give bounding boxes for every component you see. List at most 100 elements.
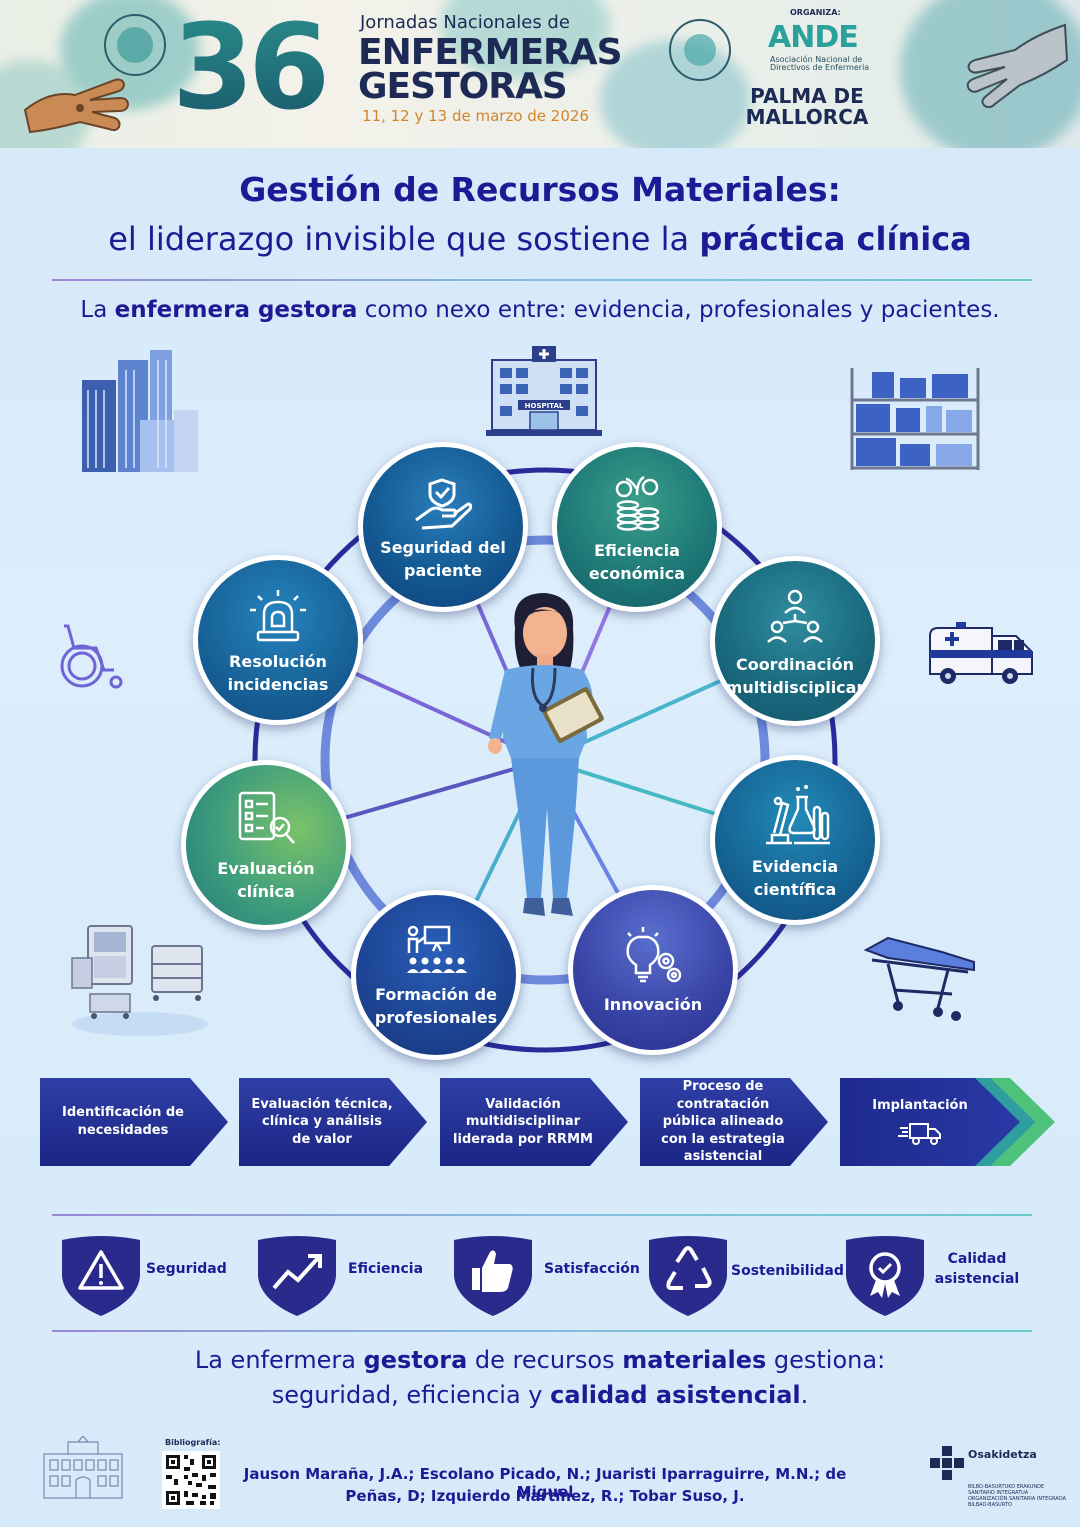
process-arrows	[40, 1078, 1055, 1166]
closing-emphasis: materiales	[622, 1346, 767, 1374]
stretcher-icon	[863, 936, 975, 1021]
shield-badge	[846, 1236, 924, 1316]
node-label: Seguridad del paciente	[380, 537, 506, 580]
node-label: Resolución incidencias	[227, 651, 329, 694]
nexus-pre: La	[80, 297, 115, 323]
node-innovacion: Innovación	[568, 885, 738, 1055]
value-seguridad: Seguridad	[60, 1236, 230, 1316]
value-label: Eficiencia	[348, 1261, 424, 1277]
value-label: Seguridad	[146, 1261, 227, 1277]
organizer-name: Asociación Nacional de Directivos de Enf…	[770, 55, 870, 73]
node-resolucion-incidencias: Resolución incidencias	[193, 555, 363, 725]
event-title-line1: Jornadas Nacionales de	[360, 12, 570, 33]
process-step-evaluacion: Evaluación técnica, clínica y análisis d…	[239, 1078, 427, 1166]
checklist-icon	[238, 791, 295, 844]
poster-subtitle-text: el liderazgo invisible que sostiene la	[108, 220, 700, 258]
team-network-icon	[767, 589, 823, 643]
tech-circle-icon	[669, 19, 731, 81]
node-label: Formación de profesionales	[374, 984, 498, 1027]
event-title-line3: GESTORAS	[358, 66, 568, 107]
warning-icon	[78, 1250, 124, 1290]
medical-equipment-icon	[71, 925, 208, 1036]
edition-number: 36	[172, 0, 330, 136]
ambulance-icon	[929, 622, 1033, 684]
robot-hand-left-icon	[23, 78, 130, 134]
organizer-label: ORGANIZA:	[790, 8, 841, 17]
hand-shield-icon	[415, 478, 473, 530]
supply-shelves-icon	[850, 368, 980, 470]
closing-text: gestiona:	[766, 1346, 886, 1374]
shield-badge	[62, 1236, 140, 1316]
tech-circle-icon	[104, 14, 166, 76]
closing-emphasis: gestora	[363, 1346, 468, 1374]
node-label: Innovación	[603, 995, 703, 1015]
nexus-post: como nexo entre: evidencia, profesionale…	[357, 297, 1000, 323]
coins-plant-icon	[615, 475, 660, 531]
lightbulb-gears-icon	[626, 927, 682, 983]
award-icon	[869, 1252, 901, 1298]
node-seguridad-paciente: Seguridad del paciente	[358, 442, 528, 612]
osakidetza-name: Osakidetza	[968, 1448, 1037, 1461]
divider	[52, 1214, 1032, 1216]
node-label: Coordinación multidisciplicar	[725, 654, 865, 697]
recycle-icon	[666, 1246, 712, 1290]
value-label: Calidad asistencial	[934, 1251, 1020, 1287]
poster-title: Gestión de Recursos Materiales:	[239, 170, 841, 209]
closing-emphasis: calidad asistencial	[550, 1381, 801, 1409]
closing-statement-line2: seguridad, eficiencia y calidad asistenc…	[0, 1381, 1080, 1409]
authors-line1: Jauson Maraña, J.A.; Escolano Picado, N.…	[243, 1465, 847, 1501]
wheelchair-icon	[60, 624, 123, 689]
event-city-line1: PALMA DE	[750, 84, 864, 108]
thumbs-up-icon	[472, 1250, 513, 1292]
closing-statement-line1: La enfermera gestora de recursos materia…	[0, 1346, 1080, 1374]
event-city-line2: MALLORCA	[745, 105, 869, 129]
value-calidad: Calidad asistencial	[844, 1236, 1034, 1316]
node-evidencia: Evidencia científica	[710, 755, 880, 925]
closing-text: de recursos	[467, 1346, 623, 1374]
nexus-statement: La enfermera gestora como nexo entre: ev…	[0, 297, 1080, 323]
training-icon	[407, 925, 467, 973]
node-formacion: Formación de profesionales	[351, 890, 521, 1060]
step-label: Evaluación técnica, clínica y análisis d…	[251, 1096, 393, 1147]
trend-up-icon	[272, 1254, 322, 1290]
node-eficiencia-economica: Eficiencia económica	[552, 442, 722, 612]
step-label: Implantación	[872, 1098, 968, 1114]
value-eficiencia: Eficiencia	[256, 1236, 426, 1316]
robot-hand-right-icon	[966, 23, 1069, 109]
city-buildings-icon	[82, 350, 198, 472]
node-label: Evaluación clínica	[217, 858, 315, 901]
step-label: Proceso de contratación pública alineado…	[661, 1079, 785, 1165]
event-title-line2: ENFERMERAS	[358, 32, 623, 73]
process-step-identificacion: Identificación de necesidades	[40, 1078, 228, 1166]
nexus-emphasis: enfermera gestora	[114, 297, 358, 323]
qr-code-icon[interactable]	[162, 1451, 220, 1509]
closing-text: seguridad, eficiencia y	[271, 1381, 551, 1409]
value-satisfaccion: Satisfacción	[452, 1236, 640, 1316]
value-sostenibilidad: Sostenibilidad	[647, 1236, 844, 1316]
node-label: Eficiencia económica	[588, 540, 686, 583]
lab-icon	[766, 784, 830, 845]
closing-text: La enfermera	[194, 1346, 364, 1374]
event-dates: 11, 12 y 13 de marzo de 2026	[362, 107, 589, 125]
delivery-truck-icon	[898, 1122, 941, 1145]
step-label: Identificación de necesidades	[62, 1105, 184, 1138]
nurse-illustration	[488, 593, 604, 916]
node-coordinacion: Coordinación multidisciplicar	[710, 556, 880, 726]
organizer-logo: ANDE	[768, 20, 859, 55]
osakidetza-subtitle: BILBO-BASURTUKO ERAKUNDE SANITARIO INTEG…	[968, 1484, 1067, 1508]
node-label: Evidencia científica	[751, 856, 839, 899]
hospital-building-icon: HOSPITAL	[486, 346, 602, 436]
step-label: Validación multidisciplinar liderada por…	[453, 1096, 593, 1147]
divider	[52, 1330, 1032, 1332]
value-label: Sostenibilidad	[731, 1263, 844, 1279]
divider	[52, 279, 1032, 281]
alarm-icon	[250, 589, 306, 642]
event-city: PALMA DE MALLORCA	[742, 86, 872, 128]
value-label: Satisfacción	[544, 1261, 640, 1277]
event-header: 36 Jornadas Nacionales de ENFERMERAS GES…	[0, 0, 1080, 148]
role-wheel: Seguridad del paciente Eficiencia económ…	[0, 330, 1080, 1070]
poster-subtitle-emphasis: práctica clínica	[699, 220, 972, 258]
node-evaluacion-clinica: Evaluación clínica	[181, 760, 351, 930]
closing-text: .	[800, 1381, 809, 1409]
